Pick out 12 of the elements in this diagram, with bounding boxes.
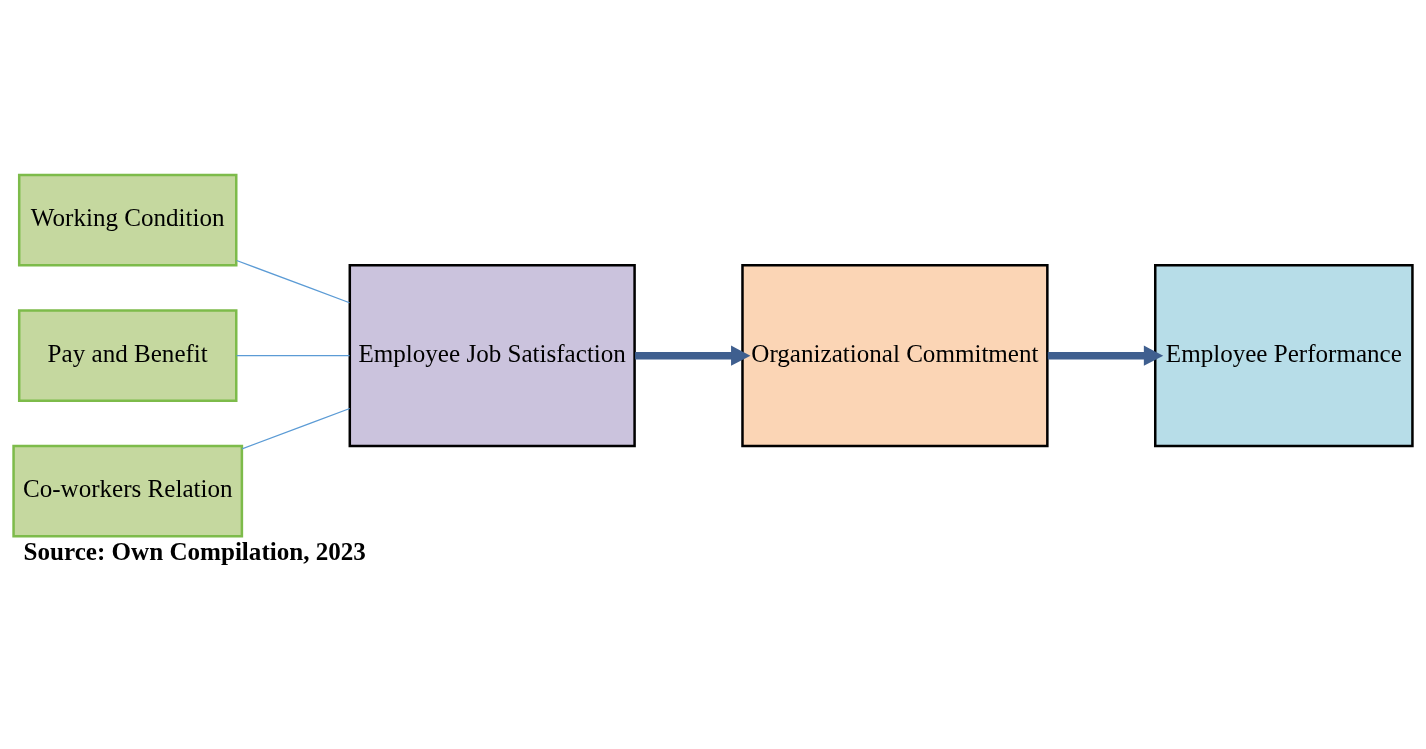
connector (235, 259, 351, 304)
node-box: Working Condition (17, 173, 238, 267)
arrow (635, 345, 751, 366)
connector (235, 355, 351, 357)
node-box: Employee Job Satisfaction (348, 264, 636, 448)
node-box: Co-workers Relation (12, 444, 244, 538)
node-box: Pay and Benefit (17, 309, 238, 403)
connector (241, 407, 351, 450)
node-box: Employee Performance (1154, 264, 1414, 448)
node-box: Organizational Commitment (741, 264, 1049, 448)
arrow (1047, 345, 1164, 366)
caption: Source: Own Compilation, 2023 (23, 538, 366, 566)
